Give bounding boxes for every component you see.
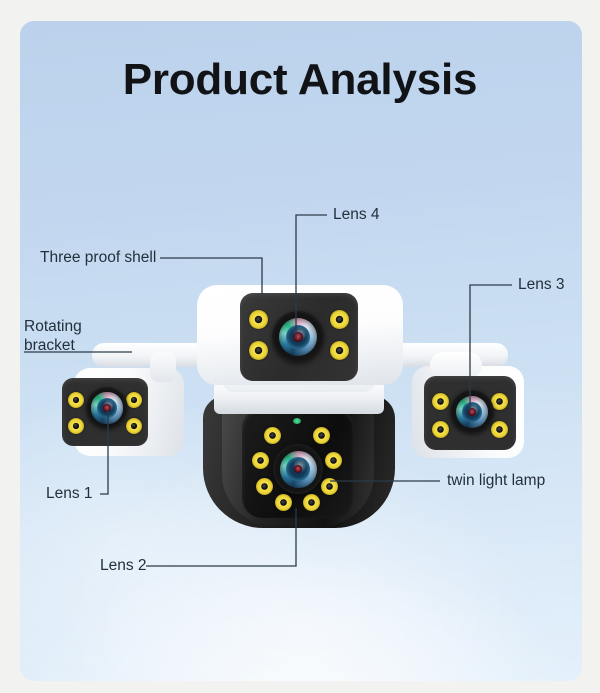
top-module-lens [272, 311, 324, 363]
left-led-top-right [126, 392, 142, 408]
left-led-bottom-right [126, 418, 142, 434]
callout-twin-light-lamp: twin light lamp [447, 472, 546, 489]
center-led-8 [303, 494, 320, 511]
center-led-4 [325, 452, 342, 469]
status-indicator-light [293, 418, 301, 424]
left-module-neck [150, 352, 176, 382]
top-led-top-right [330, 310, 349, 329]
callout-lens-3: Lens 3 [518, 276, 565, 293]
center-led-6 [321, 478, 338, 495]
right-module-cap [430, 352, 482, 378]
center-led-1 [264, 427, 281, 444]
top-led-bottom-left [249, 341, 268, 360]
left-led-top-left [68, 392, 84, 408]
callout-rotating-bracket: Rotating bracket [24, 318, 82, 354]
top-led-bottom-right [330, 341, 349, 360]
top-led-top-left [249, 310, 268, 329]
center-led-5 [256, 478, 273, 495]
right-led-bottom-right [491, 421, 508, 438]
callout-lens-2: Lens 2 [100, 557, 147, 574]
right-led-top-left [432, 393, 449, 410]
center-module-lens [273, 444, 323, 494]
left-module-lens [86, 387, 128, 429]
callout-lens-1: Lens 1 [46, 485, 93, 502]
callout-lens-4: Lens 4 [333, 206, 380, 223]
right-module-lens [450, 390, 494, 434]
right-led-bottom-left [432, 421, 449, 438]
center-led-2 [313, 427, 330, 444]
page-title: Product Analysis [122, 55, 478, 104]
left-led-bottom-left [68, 418, 84, 434]
callout-three-proof-shell: Three proof shell [40, 249, 157, 266]
center-led-7 [275, 494, 292, 511]
center-led-3 [252, 452, 269, 469]
